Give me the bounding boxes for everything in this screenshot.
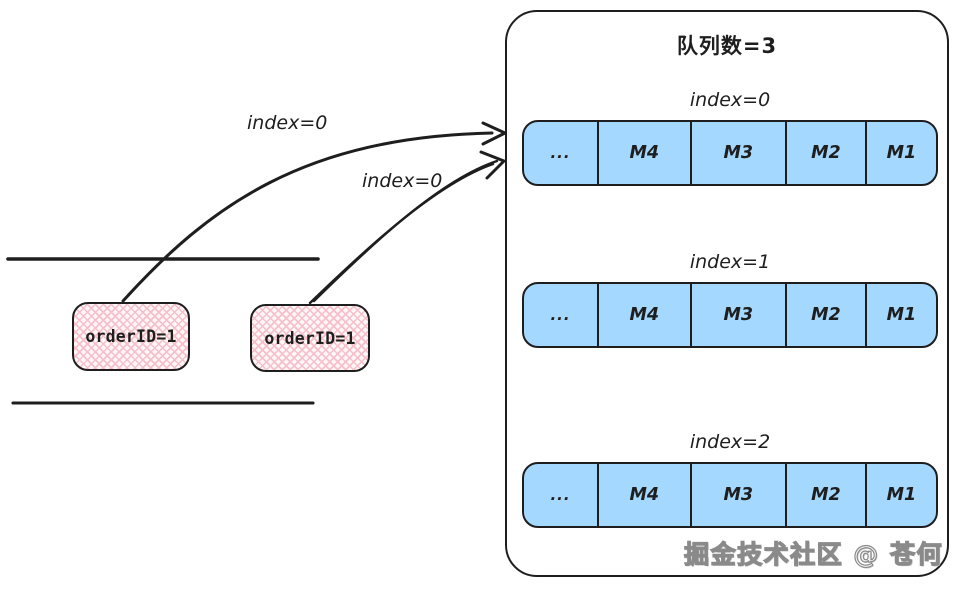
queue-cell: ... [524, 122, 600, 184]
arrow-producer1-to-queue0 [121, 131, 494, 303]
queue-cell: M4 [599, 122, 692, 184]
queue-2-label: index=2 [689, 431, 771, 453]
queue-1-label: index=1 [689, 251, 771, 273]
queue-row-index1: index=1 ... M4 M3 M2 M1 [522, 250, 938, 348]
arrowhead-2-icon [479, 150, 506, 180]
queue-panel: 队列数=3 index=0 ... M4 M3 M2 M1 index=1 ..… [505, 10, 949, 577]
queue-cell: M3 [692, 284, 787, 346]
queue-cell: ... [524, 284, 600, 346]
queue-cell: M2 [787, 122, 867, 184]
order-box-2: orderID=1 [250, 304, 370, 372]
queue-row-index0: index=0 ... M4 M3 M2 M1 [522, 88, 938, 186]
order-box-1-label: orderID=1 [85, 327, 177, 346]
queue-cell: M2 [787, 284, 867, 346]
queue-cell: M3 [692, 122, 787, 184]
queue-2-bar: ... M4 M3 M2 M1 [522, 462, 938, 528]
queue-cell: ... [524, 464, 600, 526]
queue-0-label: index=0 [689, 89, 771, 111]
arrow-2-label: index=0 [362, 170, 443, 192]
queue-cell: M4 [599, 284, 692, 346]
order-box-2-label: orderID=1 [264, 328, 356, 348]
queue-1-bar: ... M4 M3 M2 M1 [522, 282, 938, 348]
queue-cell: M1 [886, 485, 917, 505]
arrow-1-label: index=0 [247, 112, 328, 134]
queue-panel-title: 队列数=3 [676, 34, 778, 58]
queue-cell: M3 [692, 464, 787, 526]
order-box-1: orderID=1 [72, 302, 190, 371]
queue-cell: M2 [787, 464, 867, 526]
queue-cell: M1 [886, 143, 917, 163]
arrow-producer2-to-queue0-overdraw [312, 159, 499, 303]
queue-cell: M1 [886, 305, 917, 325]
queue-cell: M4 [599, 464, 692, 526]
watermark-text: 掘金技术社区 @ 苍何 [683, 539, 943, 569]
queue-row-index2: index=2 ... M4 M3 M2 M1 [522, 430, 938, 528]
queue-0-bar: ... M4 M3 M2 M1 [522, 120, 938, 186]
